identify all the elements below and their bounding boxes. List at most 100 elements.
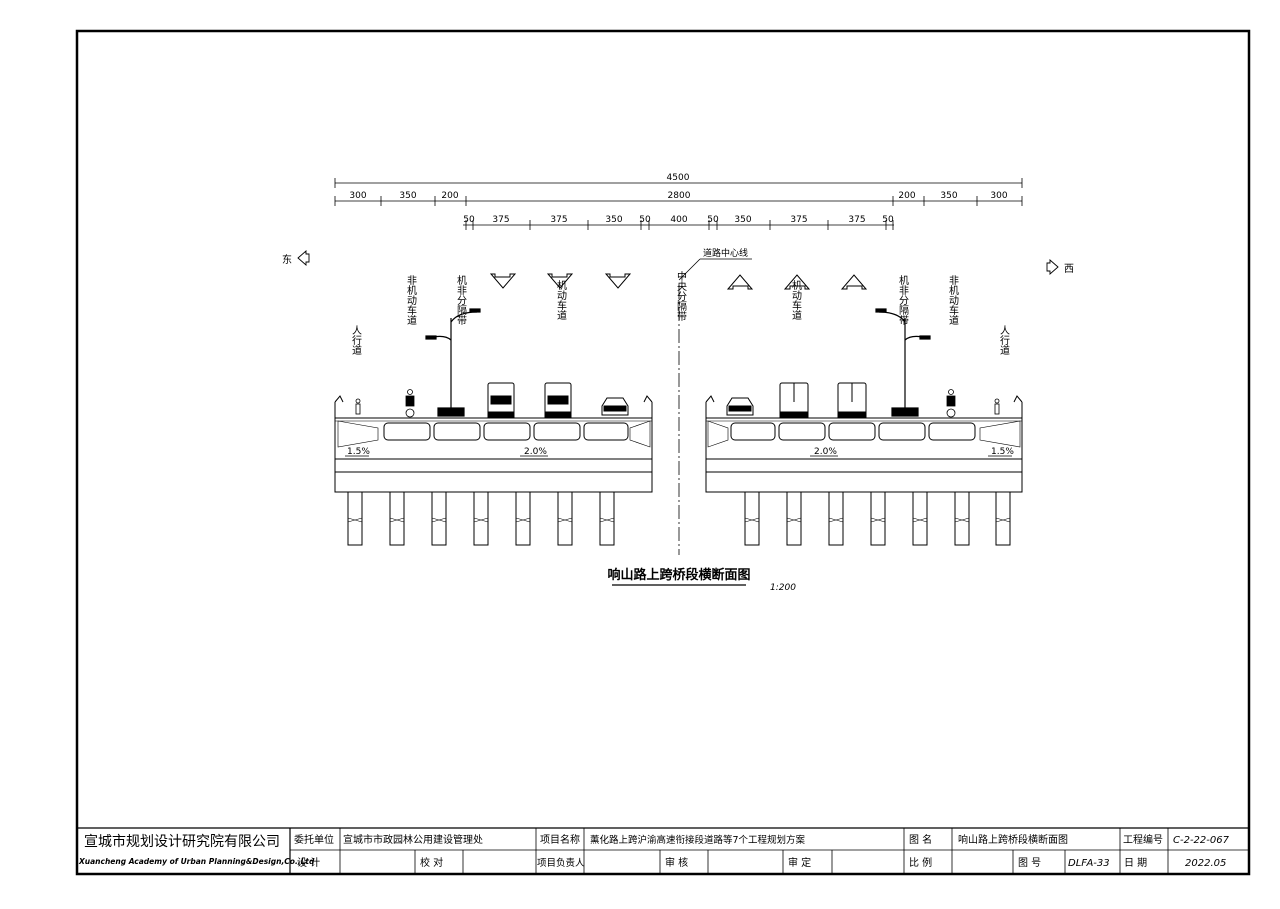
cantilever: [707, 420, 729, 448]
railing: [643, 395, 653, 403]
slope-label: 2.0%: [814, 447, 837, 457]
piers: [347, 491, 615, 546]
leader-label: 项目负责人: [537, 857, 585, 869]
label-motor-right: 机动车道: [790, 279, 802, 320]
dim-label: 200: [441, 191, 458, 201]
company-name-cn: 宣城市规划设计研究院有限公司: [84, 833, 280, 850]
dim-label: 50: [463, 215, 475, 225]
pedestrian-icon: [994, 398, 1000, 415]
date-value: 2022.05: [1185, 858, 1226, 869]
dim-label: 200: [898, 191, 915, 201]
vehicles: [487, 382, 867, 418]
check-label: 校 对: [420, 856, 443, 869]
bridge-left: [334, 395, 653, 546]
pedestrian-icon: [355, 398, 361, 415]
label-non-motor-left: 非机动车道: [405, 275, 417, 325]
cyclist-icon: [405, 389, 415, 418]
down-arrow-icon: [546, 273, 574, 289]
label-separator-left: 机非分隔带: [455, 274, 467, 326]
dim-label: 350: [399, 191, 416, 201]
truck-icon: [544, 382, 572, 418]
dim-label: 300: [349, 191, 366, 201]
label-separator-right: 机非分隔带: [897, 274, 909, 326]
railing: [1013, 395, 1023, 403]
dimension-labels: 4500 300 350 200 2800 200 350 300 50 375…: [349, 173, 1007, 225]
box-cell: [583, 422, 629, 441]
box-cell: [928, 422, 976, 441]
date-label: 日 期: [1124, 857, 1147, 869]
drawing-scale: 1:200: [770, 583, 796, 593]
dim-label: 50: [707, 215, 719, 225]
deck-top: [705, 402, 1023, 419]
slope-label: 1.5%: [991, 447, 1014, 457]
dim-label: 350: [734, 215, 751, 225]
direction-west: 西: [1046, 259, 1074, 275]
traffic-arrows: [489, 273, 868, 290]
truck-icon: [487, 382, 515, 418]
car-icon: [601, 397, 629, 416]
pier-joints: [347, 517, 615, 523]
deck-body: [334, 418, 653, 493]
client-value: 宣城市市政园林公用建设管理处: [343, 833, 483, 846]
arrow-right-icon: [1046, 259, 1059, 275]
down-arrow-icon: [489, 273, 517, 289]
dim-label: 2800: [668, 191, 691, 201]
project-label: 项目名称: [540, 833, 580, 846]
road-centerline: 道路中心线: [678, 247, 752, 555]
lane-labels: 人行道 非机动车道 机非分隔带 机动车道 中央分隔带 机动车道 机非分隔带 非机…: [350, 270, 1010, 355]
direction-east-label: 东: [282, 253, 292, 266]
dim-label: 375: [550, 215, 567, 225]
direction-west-label: 西: [1064, 264, 1074, 275]
drawing-name-label: 图 名: [909, 833, 932, 846]
slope-labels: 1.5% 2.0% 2.0% 1.5%: [345, 447, 1014, 457]
drawing-name-value: 响山路上跨桥段横断面图: [958, 833, 1068, 846]
sheet-no-value: DLFA-33: [1068, 858, 1110, 869]
dim-label: 375: [790, 215, 807, 225]
people: [355, 389, 1000, 418]
up-arrow-icon: [840, 274, 868, 290]
label-non-motor-right: 非机动车道: [947, 275, 959, 325]
dimension-lines: [334, 178, 1023, 230]
car-icon: [726, 397, 754, 416]
dim-label: 300: [990, 191, 1007, 201]
street-lamp-icon: [875, 308, 931, 417]
box-cell: [533, 422, 581, 441]
dim-label: 350: [940, 191, 957, 201]
dim-label: 50: [639, 215, 651, 225]
pier-joints: [744, 517, 1011, 523]
street-lamps: [425, 308, 931, 417]
title-block: 宣城市规划设计研究院有限公司 Xuancheng Academy of Urba…: [77, 827, 1249, 874]
cantilever: [629, 420, 651, 448]
design-label: 设 计: [297, 856, 320, 869]
company-name-en: Xuancheng Academy of Urban Planning&Desi…: [78, 857, 315, 866]
railing: [705, 395, 715, 403]
drawing-frame: [75, 29, 1251, 876]
leader-line: [678, 258, 701, 281]
approve-label: 审 定: [788, 856, 811, 869]
cyclist-icon: [946, 389, 956, 418]
project-no-label: 工程编号: [1123, 833, 1163, 846]
dim-label: 350: [605, 215, 622, 225]
label-median: 中央分隔带: [675, 270, 687, 322]
bridge-right: [705, 395, 1023, 546]
box-cell: [483, 422, 531, 441]
deck-top: [334, 402, 653, 419]
railing: [334, 395, 344, 403]
up-arrow-icon: [726, 274, 754, 290]
centerline-label: 道路中心线: [703, 247, 748, 259]
drawing-title-group: 响山路上跨桥段横断面图 1:200: [607, 567, 796, 593]
label-sidewalk-left: 人行道: [350, 325, 362, 355]
box-cell: [730, 422, 776, 441]
project-no-value: C-2-22-067: [1173, 835, 1230, 846]
arrow-left-icon: [297, 250, 310, 266]
box-cell: [828, 422, 876, 441]
bus-icon: [779, 382, 809, 418]
project-value: 薰化路上跨沪渝高速衔接段道路等7个工程规划方案: [590, 834, 806, 846]
piers: [744, 491, 1011, 546]
label-motor-left: 机动车道: [555, 279, 567, 320]
slope-label: 1.5%: [347, 447, 370, 457]
box-cell: [383, 422, 431, 441]
box-cell: [778, 422, 826, 441]
